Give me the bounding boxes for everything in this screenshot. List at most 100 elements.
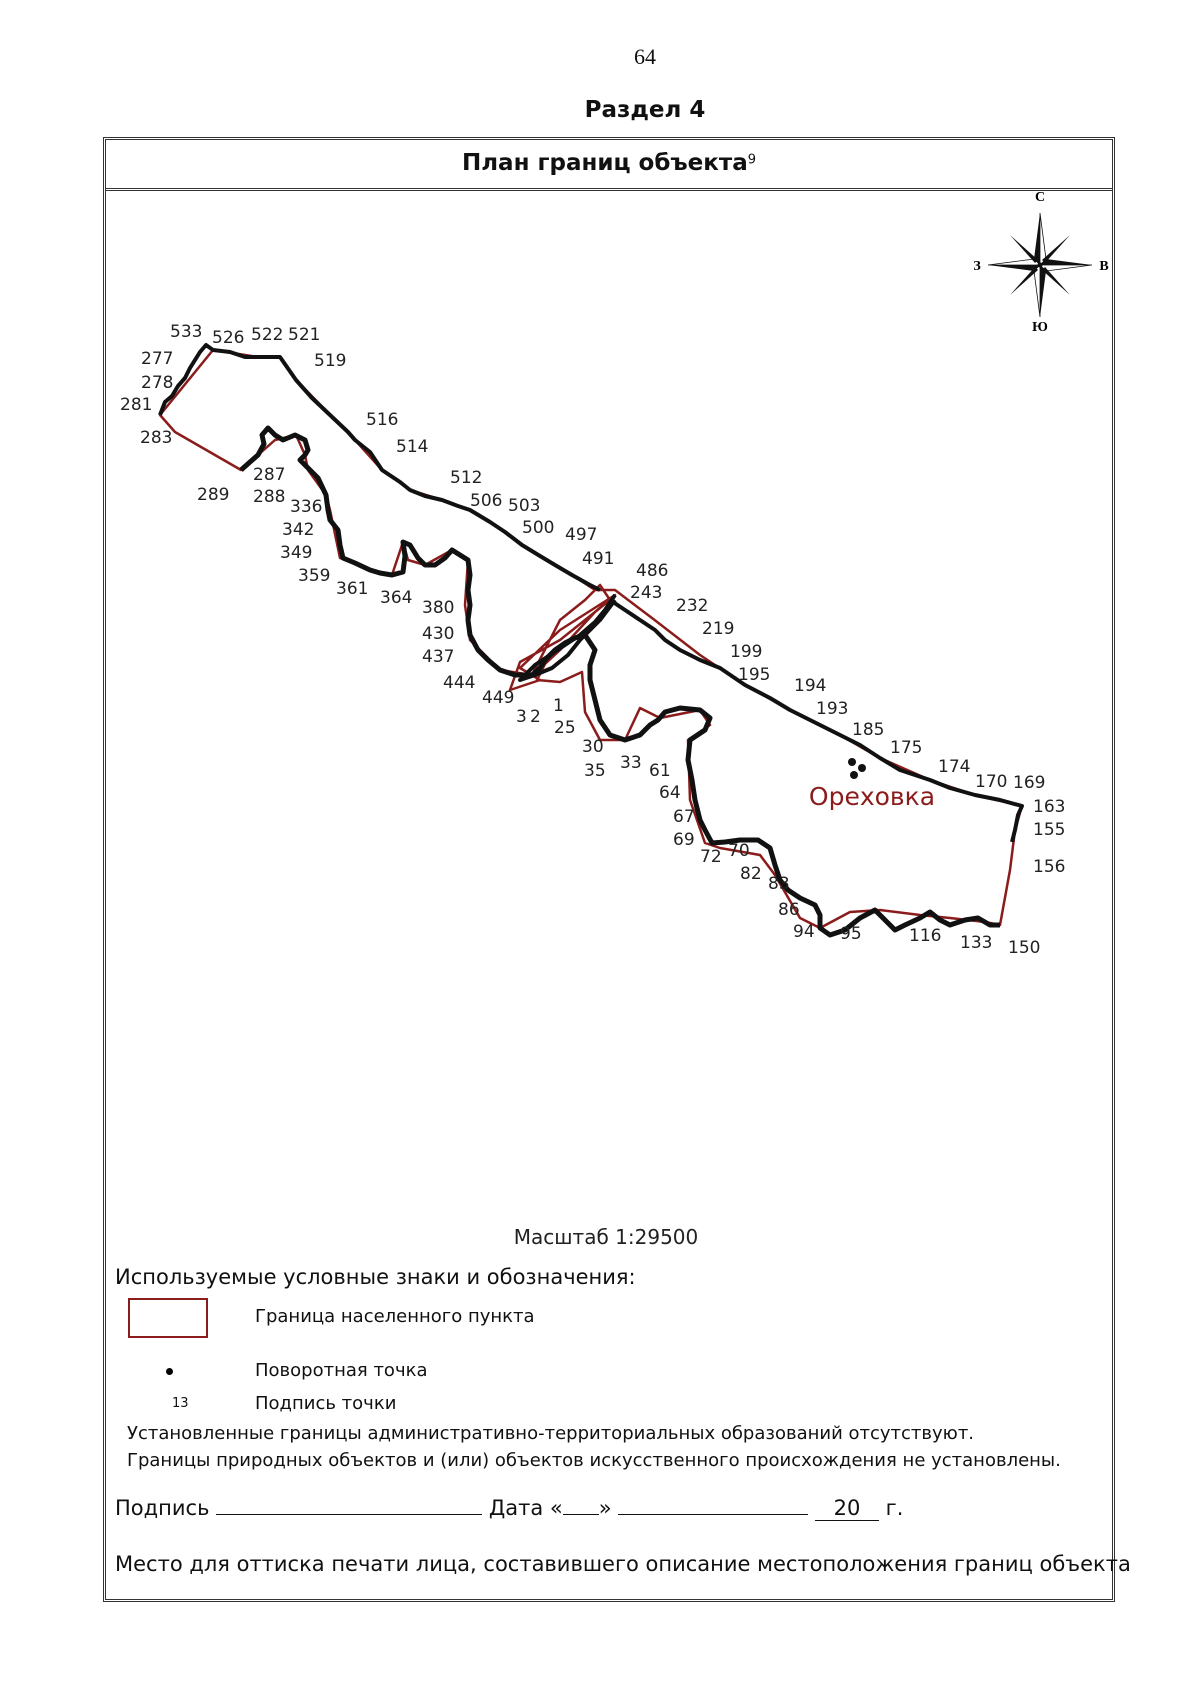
compass-east: В	[1099, 259, 1108, 274]
point-label: 277	[141, 349, 173, 369]
point-label: 281	[120, 395, 152, 415]
point-label: 521	[288, 325, 320, 345]
point-label: 150	[1008, 938, 1040, 958]
note-admin-boundaries: Установленные границы административно-те…	[127, 1423, 975, 1444]
legend-boundary-symbol	[128, 1298, 208, 1338]
point-label: 506	[470, 491, 502, 511]
date-label: Дата «	[488, 1496, 563, 1520]
point-label: 194	[794, 676, 826, 696]
point-label: 430	[422, 624, 454, 644]
point-label: 3	[516, 707, 527, 727]
settlement-label: Ореховка	[809, 782, 935, 811]
page-number: 64	[634, 44, 656, 69]
point-label: 2	[530, 707, 541, 727]
point-label: 169	[1013, 773, 1045, 793]
point-label: 503	[508, 496, 540, 516]
point-label: 193	[816, 699, 848, 719]
point-label: 243	[630, 583, 662, 603]
point-label: 533	[170, 322, 202, 342]
boundary-trace	[158, 343, 601, 592]
point-label: 156	[1033, 857, 1065, 877]
point-label: 288	[253, 487, 285, 507]
point-label: 174	[938, 757, 970, 777]
point-label: 219	[702, 619, 734, 639]
point-label: 287	[253, 465, 285, 485]
point-label: 380	[422, 598, 454, 618]
point-label: 64	[659, 783, 681, 803]
note-natural-objects: Границы природных объектов и (или) объек…	[127, 1450, 1061, 1471]
legend-label-symbol: 13	[172, 1396, 189, 1411]
point-label: 116	[909, 926, 941, 946]
point-label: 336	[290, 497, 322, 517]
point-label: 512	[450, 468, 482, 488]
point-label: 70	[728, 841, 750, 861]
point-label: 94	[793, 922, 815, 942]
point-label: 522	[251, 325, 283, 345]
point-label: 342	[282, 520, 314, 540]
point-label: 86	[778, 900, 800, 920]
plan-title: План границ объекта	[461, 150, 748, 176]
signature-field[interactable]	[216, 1494, 483, 1515]
point-label: 359	[298, 566, 330, 586]
boundary-trace-east	[608, 598, 1024, 843]
point-label: 486	[636, 561, 668, 581]
compass-rose-icon: С Ю З В	[973, 190, 1108, 335]
point-label: 155	[1033, 820, 1065, 840]
point-label: 163	[1033, 797, 1065, 817]
point-label: 364	[380, 588, 412, 608]
point-label: 449	[482, 688, 514, 708]
legend-point-label: Поворотная точка	[255, 1360, 428, 1381]
map-scale: Масштаб 1:29500	[513, 1225, 699, 1249]
point-label: 72	[700, 847, 722, 867]
date-month-field[interactable]	[618, 1494, 809, 1515]
legend-title: Используемые условные знаки и обозначени…	[115, 1265, 636, 1289]
point-label: 195	[738, 665, 770, 685]
point-label: 491	[582, 549, 614, 569]
point-label: 95	[840, 924, 862, 944]
compass-west: З	[973, 259, 980, 274]
compass-south: Ю	[1032, 320, 1048, 335]
point-label: 175	[890, 738, 922, 758]
point-label: 497	[565, 525, 597, 545]
point-label: 67	[673, 807, 695, 827]
point-label: 82	[740, 864, 762, 884]
footnote-mark: 9	[747, 152, 757, 168]
point-label: 500	[522, 518, 554, 538]
point-label: 61	[649, 761, 671, 781]
section-title: Раздел 4	[584, 97, 706, 123]
point-label: 349	[280, 543, 312, 563]
point-label: 289	[197, 485, 229, 505]
point-label: 283	[140, 428, 172, 448]
point-label: 199	[730, 642, 762, 662]
frame-header: План границ объекта9	[106, 140, 1112, 191]
signature-label: Подпись	[115, 1496, 210, 1520]
stamp-place-text: Место для оттиска печати лица, составивш…	[115, 1552, 1131, 1576]
point-label: 514	[396, 437, 428, 457]
legend-boundary-label: Граница населенного пункта	[255, 1306, 535, 1327]
point-label: 516	[366, 410, 398, 430]
point-label: 170	[975, 772, 1007, 792]
signature-row: Подпись Дата « » 20 г.	[115, 1494, 903, 1521]
date-day-field[interactable]	[562, 1494, 599, 1515]
point-label: 133	[960, 933, 992, 953]
point-label: 69	[673, 830, 695, 850]
boundary-trace-inner	[239, 425, 1000, 938]
point-label: 30	[582, 737, 604, 757]
point-label: 185	[852, 720, 884, 740]
point-label: 519	[314, 351, 346, 371]
point-cluster	[848, 758, 866, 779]
date-year-field[interactable]: 20	[814, 1496, 879, 1521]
point-label: 361	[336, 579, 368, 599]
point-label: 232	[676, 596, 708, 616]
point-label: 437	[422, 647, 454, 667]
date-close: »	[598, 1496, 612, 1520]
year-suffix: г.	[885, 1496, 904, 1520]
legend-point-symbol	[166, 1368, 173, 1375]
point-label: 1	[553, 696, 564, 716]
point-label: 25	[554, 718, 576, 738]
compass-north: С	[1035, 190, 1045, 205]
point-label: 83	[768, 874, 790, 894]
point-label: 35	[584, 761, 606, 781]
point-label: 33	[620, 753, 642, 773]
